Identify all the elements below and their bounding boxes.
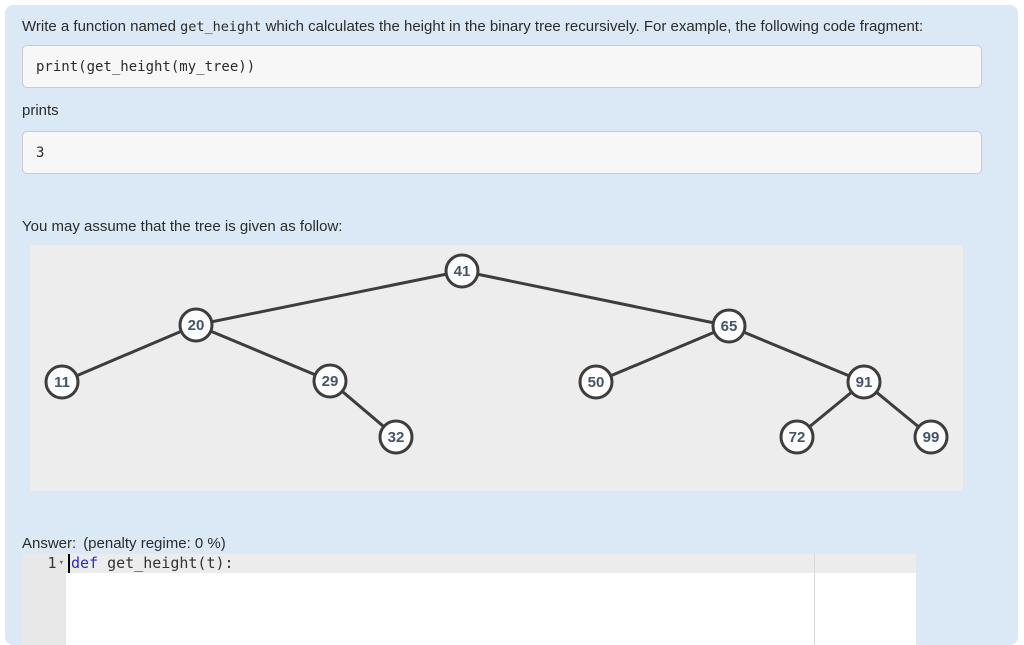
- example-code-box: print(get_height(my_tree)): [22, 45, 982, 88]
- code-line-1[interactable]: def get_height(t):: [68, 554, 234, 573]
- tree-node-label: 50: [588, 374, 605, 391]
- tree-node-11: 11: [44, 364, 80, 400]
- text-cursor: [68, 554, 70, 573]
- tree-node-72: 72: [779, 419, 815, 455]
- penalty-regime-label: (penalty regime: 0 %): [83, 535, 226, 552]
- tree-edge: [728, 324, 865, 384]
- tree-edge: [61, 323, 197, 384]
- tree-node-50: 50: [578, 364, 614, 400]
- tree-node-29: 29: [312, 363, 348, 399]
- intro-text-after: which calculates the height in the binar…: [261, 18, 924, 35]
- question-intro: Write a function named get_height which …: [22, 17, 1002, 37]
- question-panel: Write a function named get_height which …: [5, 5, 1018, 645]
- answer-line: Answer: (penalty regime: 0 %): [22, 535, 226, 552]
- tree-node-32: 32: [378, 419, 414, 455]
- code-line-rest: get_height(t):: [98, 554, 234, 572]
- tree-edge: [461, 269, 730, 328]
- tree-node-label: 99: [923, 429, 940, 446]
- intro-inline-code: get_height: [180, 19, 262, 35]
- tree-node-91: 91: [846, 364, 882, 400]
- tree-node-label: 41: [454, 263, 471, 280]
- tree-node-label: 91: [856, 374, 873, 391]
- intro-text-before: Write a function named: [22, 18, 181, 35]
- fold-arrow-icon[interactable]: ▾: [58, 558, 64, 568]
- code-editor[interactable]: 1 ▾ def get_height(t):: [22, 554, 916, 645]
- answer-label: Answer:: [22, 535, 77, 552]
- editor-code-area[interactable]: def get_height(t):: [66, 554, 916, 645]
- gutter-line-1: 1 ▾: [22, 554, 66, 573]
- example-output-box: 3: [22, 131, 982, 174]
- tree-node-20: 20: [178, 307, 214, 343]
- print-margin-line: [814, 554, 815, 645]
- tree-node-label: 65: [721, 318, 738, 335]
- tree-node-label: 11: [54, 374, 70, 391]
- tree-node-label: 29: [322, 373, 339, 390]
- tree-node-label: 72: [789, 429, 806, 446]
- tree-node-65: 65: [711, 308, 747, 344]
- tree-edge: [195, 323, 331, 383]
- tree-edge: [195, 269, 463, 327]
- binary-tree-diagram: 41 20 65 11 29 50 91 32 72 99: [30, 245, 963, 491]
- keyword-def: def: [71, 554, 99, 572]
- tree-node-label: 32: [388, 429, 405, 446]
- tree-node-99: 99: [913, 419, 949, 455]
- editor-gutter: 1 ▾: [22, 554, 66, 645]
- line-number: 1: [47, 554, 57, 572]
- assumption-text: You may assume that the tree is given as…: [22, 218, 343, 235]
- prints-label: prints: [22, 102, 59, 119]
- tree-node-label: 20: [188, 317, 205, 334]
- tree-node-41: 41: [444, 253, 480, 289]
- tree-edge: [595, 324, 730, 384]
- active-line-highlight: [66, 554, 916, 573]
- tree-svg: 41 20 65 11 29 50 91 32 72 99: [44, 253, 949, 455]
